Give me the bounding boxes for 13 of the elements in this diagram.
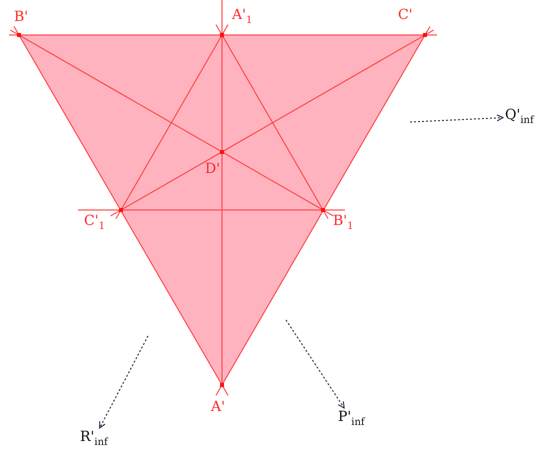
point-label: A'$_{1}$ xyxy=(232,8,252,26)
point-label: B' xyxy=(14,10,28,24)
point-label: B'$_{1}$ xyxy=(333,214,354,232)
point-label: A' xyxy=(211,400,225,414)
point-label: C'$_{1}$ xyxy=(84,214,105,232)
point-label: C' xyxy=(398,8,413,22)
point-label: D' xyxy=(205,162,220,176)
dashed-arrow xyxy=(410,114,504,122)
point-at-infinity-label: Q'$_{inf}$ xyxy=(505,108,534,126)
dashed-arrow xyxy=(99,336,148,428)
dashed-arrow xyxy=(286,320,345,408)
point-at-infinity-label: P'$_{inf}$ xyxy=(338,410,365,428)
point-at-infinity-label: R'$_{inf}$ xyxy=(80,430,108,448)
